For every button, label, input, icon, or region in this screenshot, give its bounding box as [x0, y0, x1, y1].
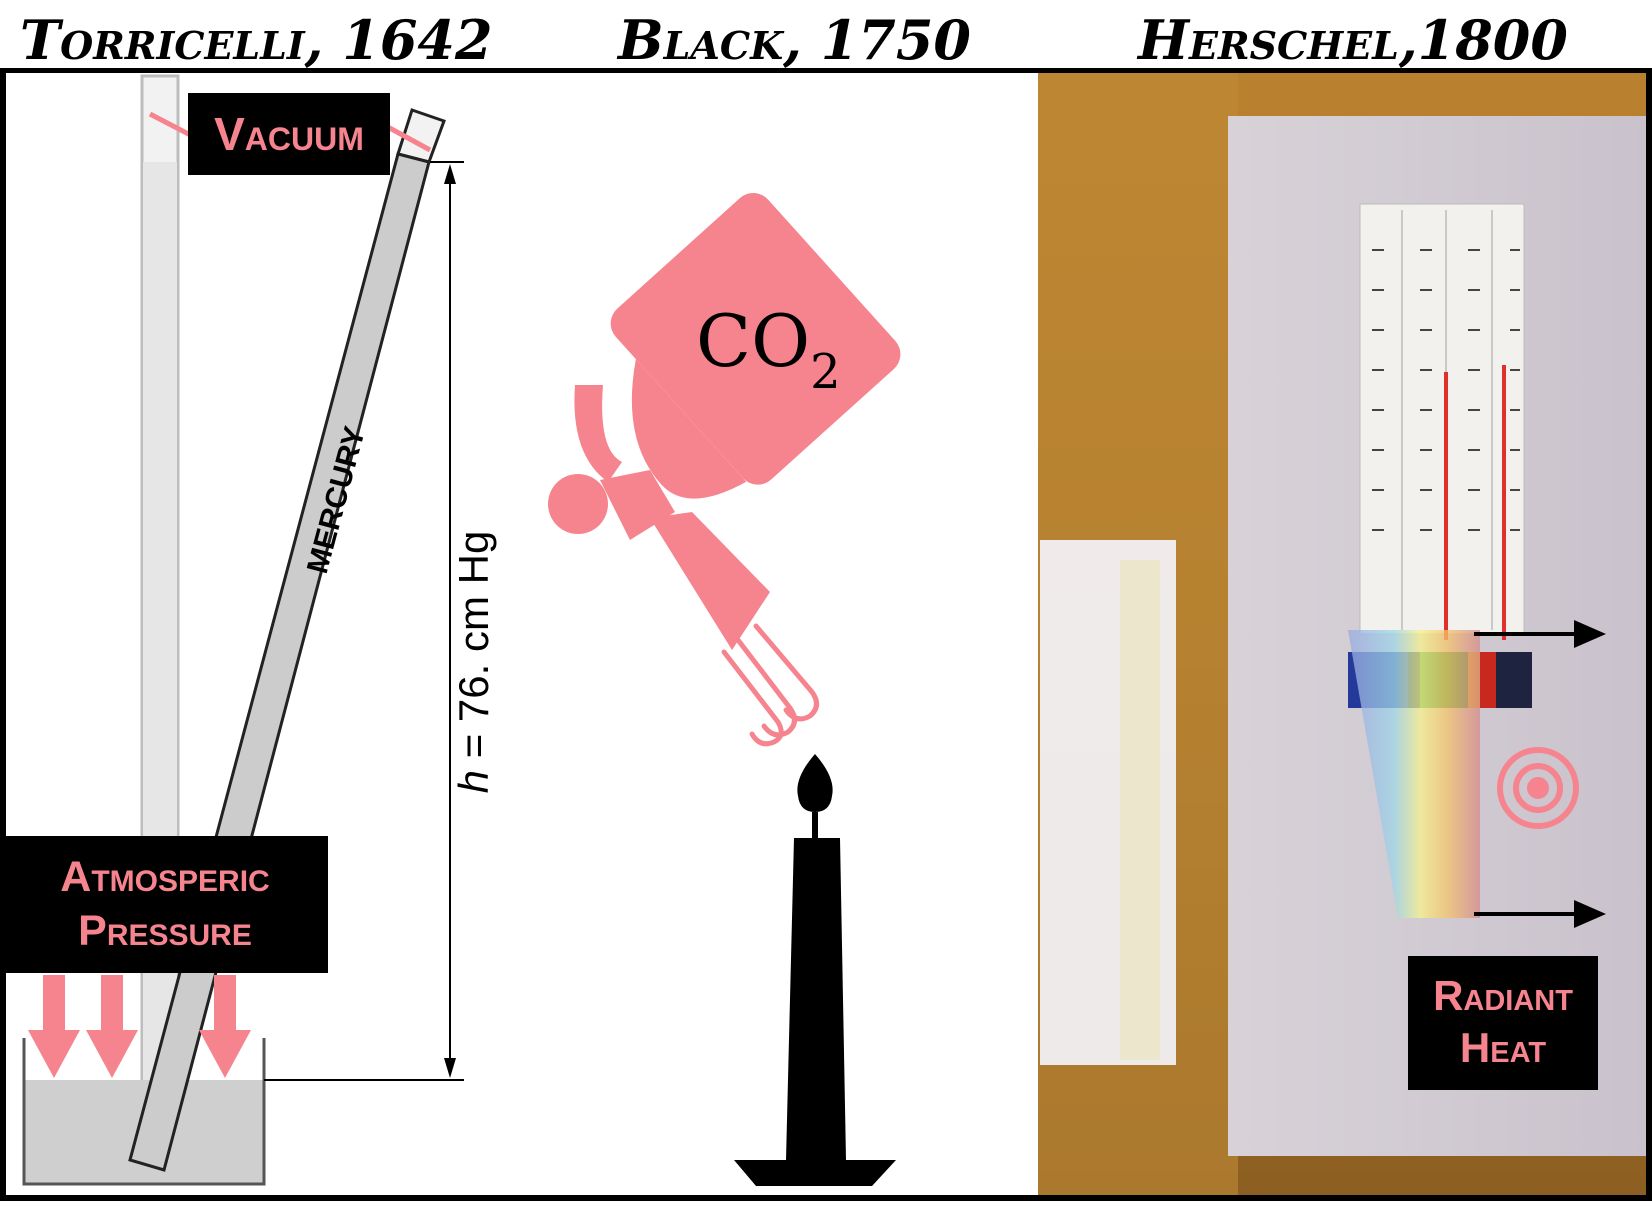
mercury-basin [22, 1038, 266, 1186]
visible-spectrum [1348, 630, 1480, 918]
atmospheric-pressure-line-1: Atmosperic [60, 853, 270, 901]
vertical-tube-mercury [143, 162, 177, 1160]
title-torricelli: Torricelli, 1642 [20, 8, 493, 72]
fire-extinguisher-icon [548, 193, 901, 650]
heat-target-icon [1497, 747, 1579, 829]
radiant-heat-label: Radiant Heat [1408, 956, 1598, 1090]
torricelli-panel: MERCURY h = 76. cm Hg [22, 74, 497, 1186]
vacuum-label: Vacuum [188, 93, 390, 175]
atmospheric-pressure-label: Atmosperic Pressure [2, 836, 328, 973]
height-label: h = 76. cm Hg [450, 531, 497, 794]
atmospheric-pressure-line-2: Pressure [78, 907, 252, 955]
spectrum-arrows [1474, 620, 1606, 928]
radiant-heat-line-2: Heat [1459, 1024, 1547, 1071]
black-panel: CO2 [548, 193, 901, 1186]
pressure-arrows [28, 975, 251, 1078]
radiant-heat-line-1: Radiant [1433, 972, 1573, 1019]
title-herschel: Herschel,1800 [1138, 8, 1568, 72]
co2-spray-lines [721, 623, 819, 747]
candle-icon [734, 754, 896, 1186]
experiment-figure: MERCURY h = 76. cm Hg [0, 68, 1652, 1201]
figure-frame [0, 68, 1652, 1201]
co2-label: CO2 [696, 299, 841, 400]
vacuum-pointer-right [384, 123, 432, 153]
title-black: Black, 1750 [618, 8, 972, 72]
